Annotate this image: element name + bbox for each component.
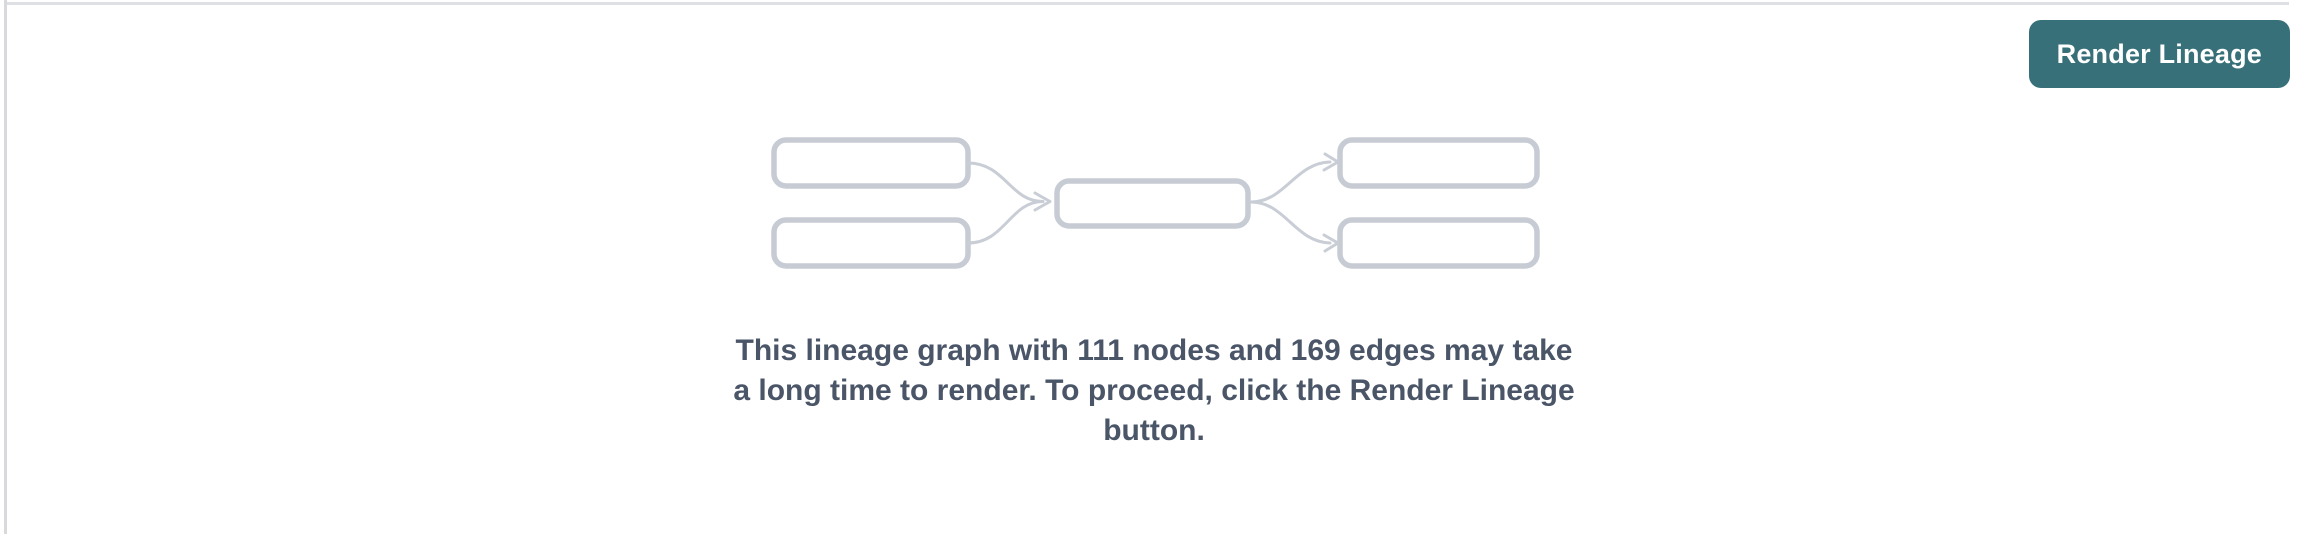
render-warning-message: This lineage graph with 111 nodes and 16… [733, 331, 1574, 451]
message-line-1: This lineage graph with 111 nodes and 16… [735, 334, 1573, 367]
panel-left-border [4, 0, 7, 534]
placeholder-node-box-right-bottom [1337, 217, 1540, 269]
edge-arrow-left-top [966, 161, 1045, 203]
message-line-2: a long time to render. To proceed, click… [733, 374, 1575, 407]
arrowhead-middle-icon [1033, 191, 1052, 212]
placeholder-node-box-left-top [771, 137, 971, 189]
edge-arrow-left-bottom [966, 200, 1045, 245]
panel-top-border [7, 2, 2289, 5]
edge-arrow-right-top [1249, 160, 1332, 204]
edge-arrow-right-bottom [1249, 200, 1332, 245]
arrowhead-right-bottom-icon [1322, 233, 1340, 253]
message-line-3: button. [1103, 414, 1205, 447]
render-lineage-button[interactable]: Render Lineage [2028, 20, 2290, 88]
lineage-graph-illustration [771, 137, 1540, 269]
placeholder-node-box-middle [1054, 178, 1251, 229]
placeholder-node-box-left-bottom [771, 217, 971, 269]
placeholder-node-box-right-top [1337, 137, 1540, 189]
arrowhead-right-top-icon [1322, 152, 1340, 172]
